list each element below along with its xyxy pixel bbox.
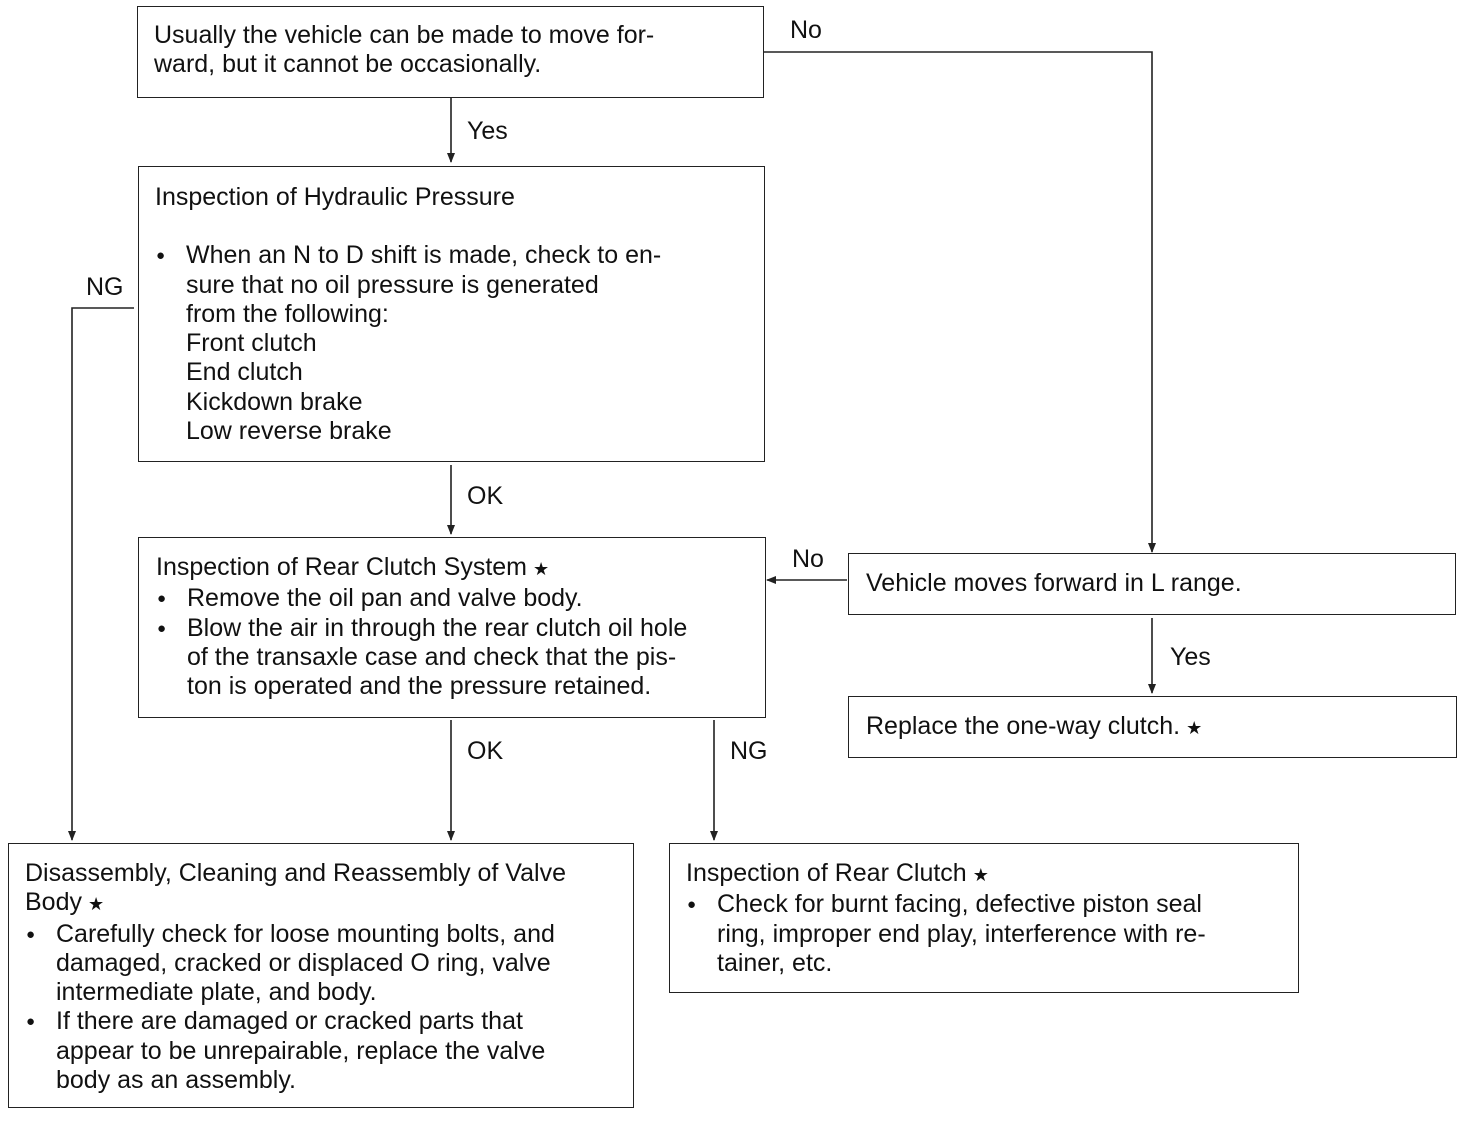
hydraulic-item-end-clutch: End clutch [186, 358, 303, 387]
valve-body-title-line: Body★ [25, 888, 105, 917]
star-icon: ★ [87, 894, 105, 915]
start-line-2: ward, but it cannot be occasionally. [154, 50, 542, 79]
edge-label-hydraulic-ok: OK [467, 482, 504, 510]
valve-body-bullet-line: Carefully check for loose mounting bolts… [56, 919, 555, 948]
hydraulic-item-front-clutch: Front clutch [186, 329, 317, 358]
rear-clutch-bullet-line: tainer, etc. [717, 948, 833, 977]
star-icon: ★ [972, 865, 989, 885]
rear-clutch-bullet-line: ring, improper end play, interference wi… [717, 919, 1206, 948]
valve-body-bullet: Carefully check for loose mounting bolts… [25, 920, 617, 1008]
valve-body-bullet-line: appear to be unrepairable, replace the v… [56, 1036, 546, 1065]
edge-label-start-no: No [790, 16, 822, 44]
edge-label-rear-ok: OK [467, 737, 504, 765]
rear-clutch-title: Inspection of Rear Clutch★ [686, 859, 989, 887]
rear-system-bullet: Remove the oil pan and valve body. [156, 584, 748, 614]
rear-system-bullet-line: of the transaxle case and check that the… [187, 642, 677, 671]
node-start: Usually the vehicle can be made to move … [137, 6, 764, 98]
hydraulic-title: Inspection of Hydraulic Pressure [155, 183, 515, 211]
hydraulic-item-low-reverse-brake: Low reverse brake [186, 417, 392, 446]
valve-body-bullet: If there are damaged or cracked parts th… [25, 1007, 617, 1095]
hydraulic-bullet-line: When an N to D shift is made, check to e… [186, 241, 662, 270]
rear-system-bullet-line: Blow the air in through the rear clutch … [187, 613, 688, 642]
valve-body-bullet-line: intermediate plate, and body. [56, 978, 377, 1007]
edge-label-lrange-no: No [792, 545, 824, 573]
edge-start-to-lrange [764, 51, 1156, 553]
rear-system-bullet-line: Remove the oil pan and valve body. [187, 584, 583, 613]
l-range-text: Vehicle moves forward in L range. [866, 569, 1242, 597]
hydraulic-bullet: When an N to D shift is made, check to e… [155, 241, 748, 446]
one-way-text: Replace the one-way clutch. [866, 712, 1181, 740]
edge-hydraulic-to-valve-body [68, 307, 134, 841]
node-hydraulic-pressure: Inspection of Hydraulic Pressure When an… [138, 166, 765, 462]
valve-body-bullet-line: If there are damaged or cracked parts th… [56, 1007, 523, 1036]
node-l-range: Vehicle moves forward in L range. [848, 553, 1456, 615]
edge-label-rear-ng: NG [730, 737, 768, 765]
rear-system-bullet: Blow the air in through the rear clutch … [156, 614, 748, 702]
valve-body-title-line: Disassembly, Cleaning and Reassembly of … [25, 859, 566, 887]
hydraulic-item-kickdown-brake: Kickdown brake [186, 387, 363, 416]
valve-body-bullet-line: damaged, cracked or displaced O ring, va… [56, 948, 551, 977]
node-one-way-clutch: Replace the one-way clutch.★ [848, 696, 1457, 758]
hydraulic-bullets: When an N to D shift is made, check to e… [155, 241, 748, 446]
rear-clutch-bullet: Check for burnt facing, defective piston… [686, 890, 1282, 978]
rear-system-bullets: Remove the oil pan and valve body. Blow … [156, 584, 748, 701]
rear-clutch-bullets: Check for burnt facing, defective piston… [686, 890, 1282, 978]
node-rear-clutch: Inspection of Rear Clutch★ Check for bur… [669, 843, 1299, 993]
node-valve-body: Disassembly, Cleaning and Reassembly of … [8, 843, 634, 1108]
valve-body-bullet-line: body as an assembly. [56, 1066, 296, 1095]
node-rear-clutch-system: Inspection of Rear Clutch System★ Remove… [138, 537, 766, 718]
rear-system-title: Inspection of Rear Clutch System★ [156, 553, 550, 581]
edge-label-hydraulic-ng: NG [86, 273, 124, 301]
valve-body-bullets: Carefully check for loose mounting bolts… [25, 920, 617, 1096]
star-icon: ★ [533, 559, 550, 579]
edge-label-start-yes: Yes [467, 117, 508, 145]
hydraulic-bullet-line: from the following: [186, 299, 389, 328]
rear-clutch-bullet-line: Check for burnt facing, defective piston… [717, 890, 1202, 919]
star-icon: ★ [1186, 718, 1203, 738]
rear-system-bullet-line: ton is operated and the pressure retaine… [187, 672, 652, 701]
edge-label-lrange-yes: Yes [1170, 643, 1211, 671]
hydraulic-bullet-line: sure that no oil pressure is generated [186, 270, 599, 299]
start-line-1: Usually the vehicle can be made to move … [154, 21, 655, 49]
